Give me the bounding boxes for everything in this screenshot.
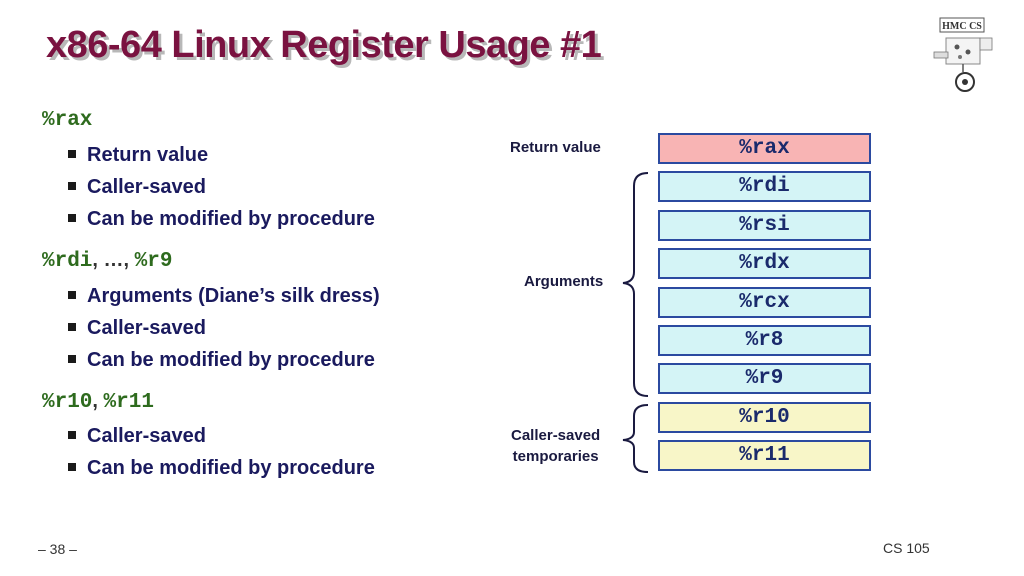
- bullet-square-icon: [68, 214, 76, 222]
- bullet-square-icon: [68, 150, 76, 158]
- hmc-cs-logo: HMC CS: [933, 17, 993, 92]
- bullet-square-icon: [68, 431, 76, 439]
- page-number: – 38 –: [38, 541, 77, 557]
- course-label: CS 105: [883, 540, 930, 556]
- section-temps-header: %r10, %r11: [42, 390, 154, 414]
- separator: , …,: [92, 249, 135, 271]
- list-item: Can be modified by procedure: [68, 457, 375, 480]
- register-box: %rdx: [658, 248, 871, 279]
- svg-text:HMC CS: HMC CS: [942, 21, 982, 32]
- register-box: %rsi: [658, 210, 871, 241]
- register-name: %r10: [42, 391, 93, 414]
- register-name: %r9: [134, 250, 173, 273]
- register-name: %rdi: [42, 250, 93, 273]
- bullet-square-icon: [68, 463, 76, 471]
- register-box: %r8: [658, 325, 871, 356]
- section-rax-header: %rax: [42, 108, 92, 132]
- list-item: Caller-saved: [68, 176, 206, 199]
- separator: ,: [92, 390, 104, 412]
- caller-saved-brace: [622, 404, 649, 473]
- register-box: %rdi: [658, 171, 871, 202]
- list-item: Caller-saved: [68, 317, 206, 340]
- bullet-square-icon: [68, 323, 76, 331]
- label-arguments: Arguments: [524, 273, 604, 290]
- bullet-square-icon: [68, 291, 76, 299]
- register-box: %rcx: [658, 287, 871, 318]
- list-item: Return value: [68, 144, 208, 167]
- section-args-header: %rdi, …, %r9: [42, 249, 172, 273]
- register-box: %r11: [658, 440, 871, 471]
- register-box: %r10: [658, 402, 871, 433]
- register-box: %r9: [658, 363, 871, 394]
- list-item: Caller-saved: [68, 425, 206, 448]
- list-item: Can be modified by procedure: [68, 208, 375, 231]
- bullet-square-icon: [68, 355, 76, 363]
- list-item: Arguments (Diane’s silk dress): [68, 285, 380, 308]
- register-box: %rax: [658, 133, 871, 164]
- bullet-square-icon: [68, 182, 76, 190]
- label-caller-saved: Caller-saved temporaries: [511, 427, 601, 465]
- register-name: %rax: [42, 109, 93, 132]
- arguments-brace: [622, 172, 649, 397]
- slide-title: x86-64 Linux Register Usage #1: [46, 24, 602, 66]
- list-item: Can be modified by procedure: [68, 349, 375, 372]
- register-name: %r11: [103, 391, 154, 414]
- label-return-value: Return value: [510, 139, 601, 156]
